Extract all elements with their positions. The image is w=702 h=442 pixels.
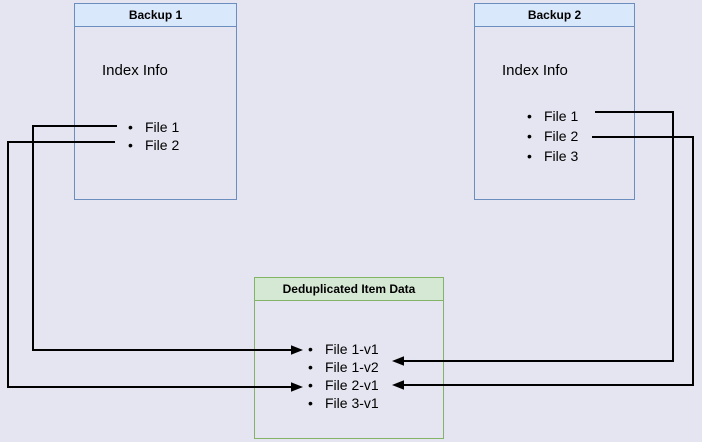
backup1-header: Backup 1 bbox=[75, 4, 236, 27]
backup2-title: Backup 2 bbox=[527, 8, 582, 22]
list-item: • File 3-v1 bbox=[308, 394, 379, 412]
dedup-header: Deduplicated Item Data bbox=[255, 278, 443, 301]
file-label: File 1 bbox=[145, 119, 180, 135]
dedup-item-list: • File 1-v1 • File 1-v2 • File 2-v1 • Fi… bbox=[308, 340, 379, 412]
backup2-index-info-label: Index Info bbox=[502, 62, 568, 79]
backup1-file-list: • File 1 • File 2 bbox=[128, 118, 179, 154]
bullet-icon: • bbox=[527, 128, 532, 144]
list-item: • File 1-v1 bbox=[308, 340, 379, 358]
backup1-title: Backup 1 bbox=[128, 8, 183, 22]
dedup-item-label: File 1-v1 bbox=[325, 341, 379, 357]
backup1-index-info-label: Index Info bbox=[102, 62, 168, 79]
bullet-icon: • bbox=[308, 377, 313, 393]
dedup-item-label: File 2-v1 bbox=[325, 377, 379, 393]
dedup-item-label: File 1-v2 bbox=[325, 359, 379, 375]
backup2-file-list: • File 1 • File 2 • File 3 bbox=[527, 107, 578, 167]
list-item: • File 2-v1 bbox=[308, 376, 379, 394]
list-item: • File 1-v2 bbox=[308, 358, 379, 376]
list-item: • File 1 bbox=[527, 107, 578, 125]
bullet-icon: • bbox=[308, 341, 313, 357]
dedup-box: Deduplicated Item Data • File 1-v1 • Fil… bbox=[254, 277, 444, 439]
backup2-header: Backup 2 bbox=[475, 4, 634, 27]
backup2-box: Backup 2 Index Info • File 1 • File 2 • … bbox=[474, 3, 635, 200]
bullet-icon: • bbox=[128, 119, 133, 135]
list-item: • File 2 bbox=[128, 136, 179, 154]
backup1-box: Backup 1 Index Info • File 1 • File 2 bbox=[74, 3, 237, 200]
list-item: • File 2 bbox=[527, 127, 578, 145]
bullet-icon: • bbox=[128, 137, 133, 153]
bullet-icon: • bbox=[527, 108, 532, 124]
file-label: File 1 bbox=[544, 108, 579, 124]
file-label: File 3 bbox=[544, 148, 579, 164]
file-label: File 2 bbox=[544, 128, 579, 144]
bullet-icon: • bbox=[308, 359, 313, 375]
bullet-icon: • bbox=[527, 148, 532, 164]
list-item: • File 1 bbox=[128, 118, 179, 136]
bullet-icon: • bbox=[308, 395, 313, 411]
list-item: • File 3 bbox=[527, 147, 578, 165]
file-label: File 2 bbox=[145, 137, 180, 153]
dedup-title: Deduplicated Item Data bbox=[282, 282, 416, 296]
dedup-item-label: File 3-v1 bbox=[325, 395, 379, 411]
